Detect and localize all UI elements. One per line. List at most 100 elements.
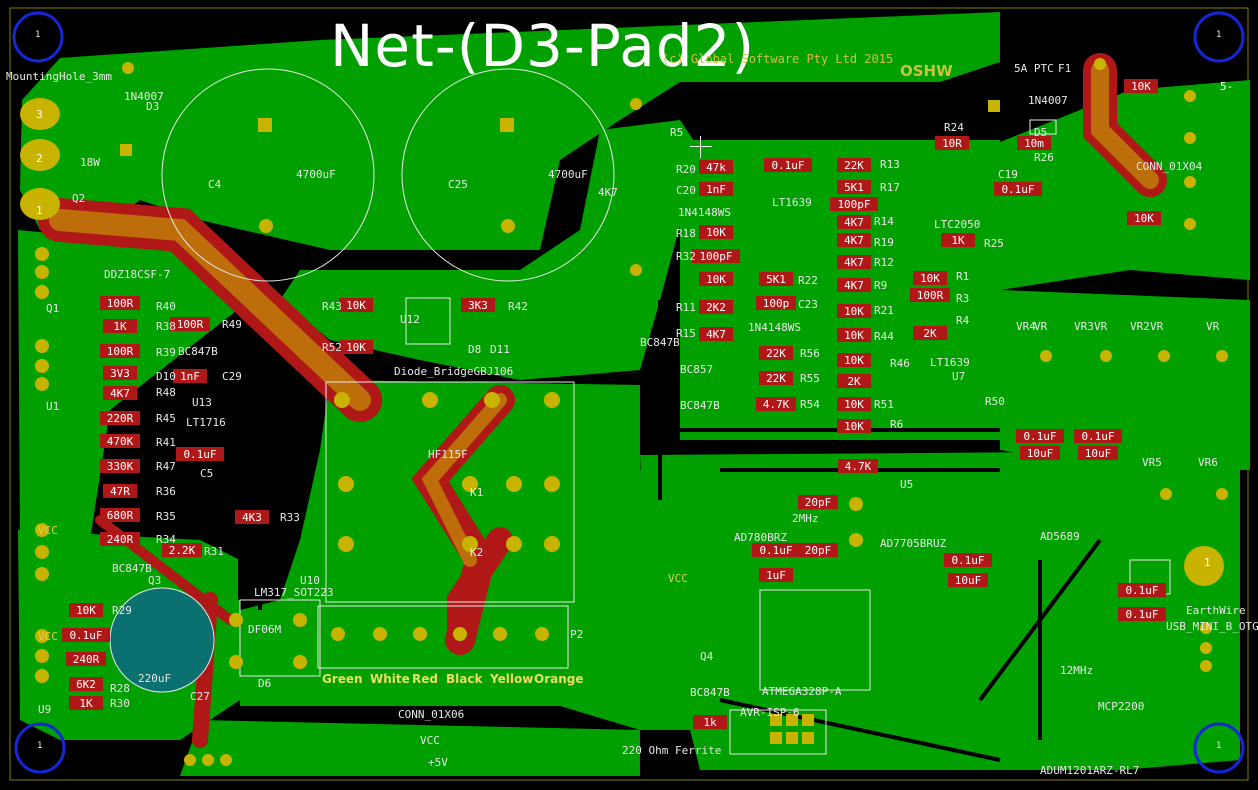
smd-component[interactable]: 2K2 bbox=[699, 300, 733, 314]
smd-component[interactable]: 100R bbox=[100, 296, 140, 310]
smd-component[interactable]: 4K7 bbox=[837, 255, 871, 269]
smd-component[interactable]: 0.1uF bbox=[1118, 583, 1166, 597]
smd-component[interactable]: 10K bbox=[913, 271, 947, 285]
smd-component[interactable]: 47R bbox=[103, 484, 137, 498]
smd-component[interactable]: 4K7 bbox=[699, 327, 733, 341]
smd-component[interactable]: 0.1uF bbox=[1118, 607, 1166, 621]
silkscreen-label: Q3 bbox=[148, 574, 162, 587]
smd-component[interactable]: 0.1uF bbox=[176, 447, 224, 461]
smd-component[interactable]: 240R bbox=[66, 652, 106, 666]
smd-component[interactable]: 4.7K bbox=[838, 459, 878, 473]
smd-body bbox=[759, 568, 793, 582]
silkscreen-label: R15 bbox=[676, 327, 696, 340]
smd-component[interactable]: 0.1uF bbox=[764, 158, 812, 172]
smd-component[interactable]: 100R bbox=[170, 317, 210, 331]
smd-component[interactable]: 680R bbox=[100, 508, 140, 522]
smd-component[interactable]: 2K bbox=[837, 374, 871, 388]
smd-component[interactable]: 3V3 bbox=[103, 366, 137, 380]
smd-body bbox=[692, 249, 740, 263]
smd-component[interactable]: 2K bbox=[913, 326, 947, 340]
smd-value-label: 100R bbox=[917, 289, 944, 302]
smd-component[interactable]: 220R bbox=[100, 411, 140, 425]
smd-component[interactable]: 1uF bbox=[759, 568, 793, 582]
smd-component[interactable]: 100R bbox=[100, 344, 140, 358]
silkscreen-label: 1N4007 bbox=[1028, 94, 1068, 107]
smd-body bbox=[935, 136, 969, 150]
smd-value-label: 10K bbox=[844, 329, 864, 342]
smd-component[interactable]: 240R bbox=[100, 532, 140, 546]
smd-component[interactable]: 10K bbox=[699, 272, 733, 286]
smd-component[interactable]: 10K bbox=[837, 419, 871, 433]
smd-component[interactable]: 10K bbox=[339, 340, 373, 354]
smd-component[interactable]: 10K bbox=[699, 225, 733, 239]
smd-component[interactable]: 10m bbox=[1017, 136, 1051, 150]
smd-body bbox=[66, 652, 106, 666]
silkscreen-label: R42 bbox=[508, 300, 528, 313]
smd-component[interactable]: 10K bbox=[1127, 211, 1161, 225]
smd-value-label: 10uF bbox=[1085, 447, 1112, 460]
silkscreen-label: R43 bbox=[322, 300, 342, 313]
silkscreen-label: D10 bbox=[156, 370, 176, 383]
smd-component[interactable]: 4K7 bbox=[837, 233, 871, 247]
silkscreen-label: VR5 bbox=[1142, 456, 1162, 469]
silkscreen-label: R20 bbox=[676, 163, 696, 176]
smd-component[interactable]: 0.1uF bbox=[944, 553, 992, 567]
smd-component[interactable]: 4K7 bbox=[837, 215, 871, 229]
smd-component[interactable]: 10R bbox=[935, 136, 969, 150]
smd-component[interactable]: 10uF bbox=[948, 573, 988, 587]
smd-component[interactable]: 330K bbox=[100, 459, 140, 473]
smd-body bbox=[756, 397, 796, 411]
smd-component[interactable]: 10K bbox=[837, 328, 871, 342]
silkscreen-label: D5 bbox=[1034, 126, 1048, 139]
smd-component[interactable]: 10K bbox=[837, 353, 871, 367]
smd-component[interactable]: 22K bbox=[759, 346, 793, 360]
smd-component[interactable]: 0.1uF bbox=[994, 182, 1042, 196]
smd-component[interactable]: 470K bbox=[100, 434, 140, 448]
silkscreen-label: R17 bbox=[880, 181, 900, 194]
smd-component[interactable]: 5K1 bbox=[759, 272, 793, 286]
smd-component[interactable]: 10K bbox=[837, 304, 871, 318]
smd-component[interactable]: 10K bbox=[1124, 79, 1158, 93]
smd-component[interactable]: 6K2 bbox=[69, 677, 103, 691]
smd-value-label: 10K bbox=[844, 420, 864, 433]
smd-component[interactable]: 100pF bbox=[830, 197, 878, 211]
smd-component[interactable]: 1K bbox=[69, 696, 103, 710]
smd-component[interactable]: 20pF bbox=[798, 543, 838, 557]
smd-body bbox=[699, 160, 733, 174]
smd-component[interactable]: 10uF bbox=[1020, 446, 1060, 460]
smd-component[interactable]: 4K7 bbox=[837, 278, 871, 292]
silkscreen-label: USB_MINI_B_OTG bbox=[1166, 620, 1258, 633]
smd-value-label: 2K bbox=[847, 375, 861, 388]
smd-component[interactable]: 20pF bbox=[798, 495, 838, 509]
smd-component[interactable]: 100R bbox=[910, 288, 950, 302]
smd-component[interactable]: 4K3 bbox=[235, 510, 269, 524]
smd-component[interactable]: 100p bbox=[756, 296, 796, 310]
smd-component[interactable]: 3K3 bbox=[461, 298, 495, 312]
smd-component[interactable]: 10K bbox=[837, 397, 871, 411]
smd-component[interactable]: 1K bbox=[941, 233, 975, 247]
smd-body bbox=[100, 296, 140, 310]
smd-component[interactable]: 1k bbox=[693, 715, 727, 729]
smd-component[interactable]: 0.1uF bbox=[62, 628, 110, 642]
smd-component[interactable]: 4.7K bbox=[756, 397, 796, 411]
smd-component[interactable]: 5K1 bbox=[837, 180, 871, 194]
smd-component[interactable]: 1K bbox=[103, 319, 137, 333]
smd-component[interactable]: 47k bbox=[699, 160, 733, 174]
smd-component[interactable]: 0.1uF bbox=[1016, 429, 1064, 443]
smd-component[interactable]: 2.2K bbox=[162, 543, 202, 557]
smd-component[interactable]: 4K7 bbox=[103, 386, 137, 400]
silkscreen-label: R28 bbox=[110, 682, 130, 695]
smd-component[interactable]: 10K bbox=[69, 603, 103, 617]
smd-component[interactable]: 100pF bbox=[692, 249, 740, 263]
smd-component[interactable]: 10K bbox=[339, 298, 373, 312]
connector-pads bbox=[35, 247, 814, 766]
smd-component[interactable]: 10uF bbox=[1078, 446, 1118, 460]
smd-component[interactable]: 0.1uF bbox=[1074, 429, 1122, 443]
smd-component[interactable]: 22K bbox=[837, 158, 871, 172]
smd-component[interactable]: 1nF bbox=[699, 182, 733, 196]
smd-component[interactable]: 22K bbox=[759, 371, 793, 385]
smd-component[interactable]: 0.1uF bbox=[752, 543, 800, 557]
smd-component[interactable]: 1nF bbox=[173, 369, 207, 383]
